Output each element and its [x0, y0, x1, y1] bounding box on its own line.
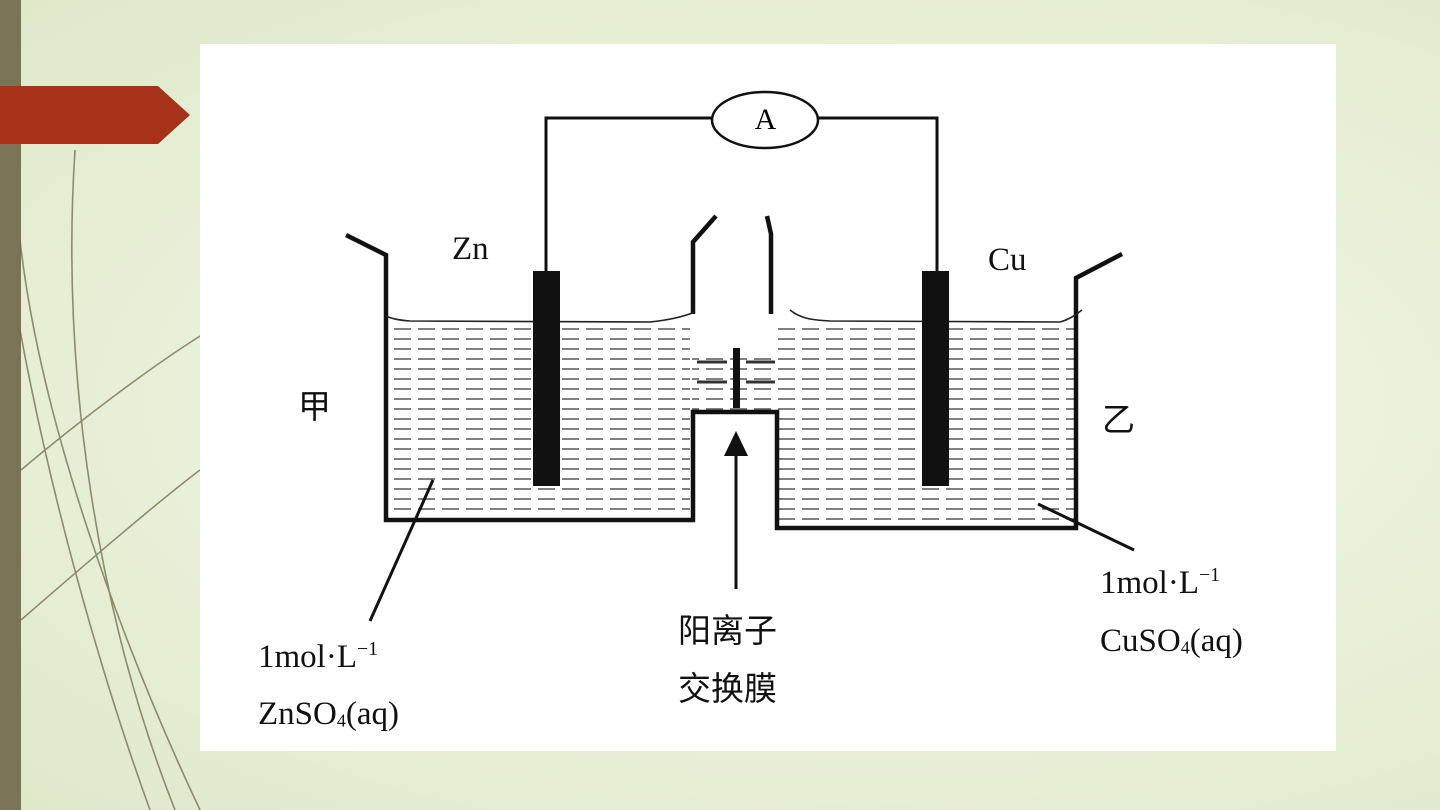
membrane-pointer-arrowhead	[724, 431, 748, 456]
right-solution-concentration: 1mol·L−1	[1100, 564, 1221, 601]
left-solution-formula: ZnSO4(aq)	[258, 696, 400, 732]
cu-label: Cu	[988, 242, 1027, 278]
zn-label: Zn	[452, 231, 489, 267]
ion-exchange-membrane	[733, 348, 740, 408]
container-outline	[344, 214, 1124, 531]
diagram-card: A Zn Cu 甲 乙 1mol·L−1 ZnSO4(aq) 1mol·L−1 …	[200, 44, 1336, 751]
side-bar	[0, 0, 21, 810]
zn-electrode	[533, 271, 560, 486]
red-arrow-banner	[0, 86, 190, 144]
left-solution-concentration: 1mol·L−1	[258, 638, 379, 675]
right-solution-formula: CuSO4(aq)	[1100, 623, 1243, 659]
cell-label-yi: 乙	[1102, 400, 1135, 439]
ammeter	[710, 90, 820, 150]
pointer-lines	[368, 452, 1135, 622]
membrane-label-line2: 交换膜	[678, 669, 777, 708]
cell-label-jia: 甲	[298, 387, 331, 426]
galvanic-cell-diagram	[344, 90, 1135, 622]
ammeter-label: A	[754, 103, 777, 136]
cu-electrode	[922, 271, 949, 486]
decorative-curves	[19, 149, 211, 810]
membrane-label-line1: 阳离子	[678, 611, 777, 650]
external-circuit-wire	[544, 116, 939, 272]
membrane-dashes	[697, 360, 775, 384]
